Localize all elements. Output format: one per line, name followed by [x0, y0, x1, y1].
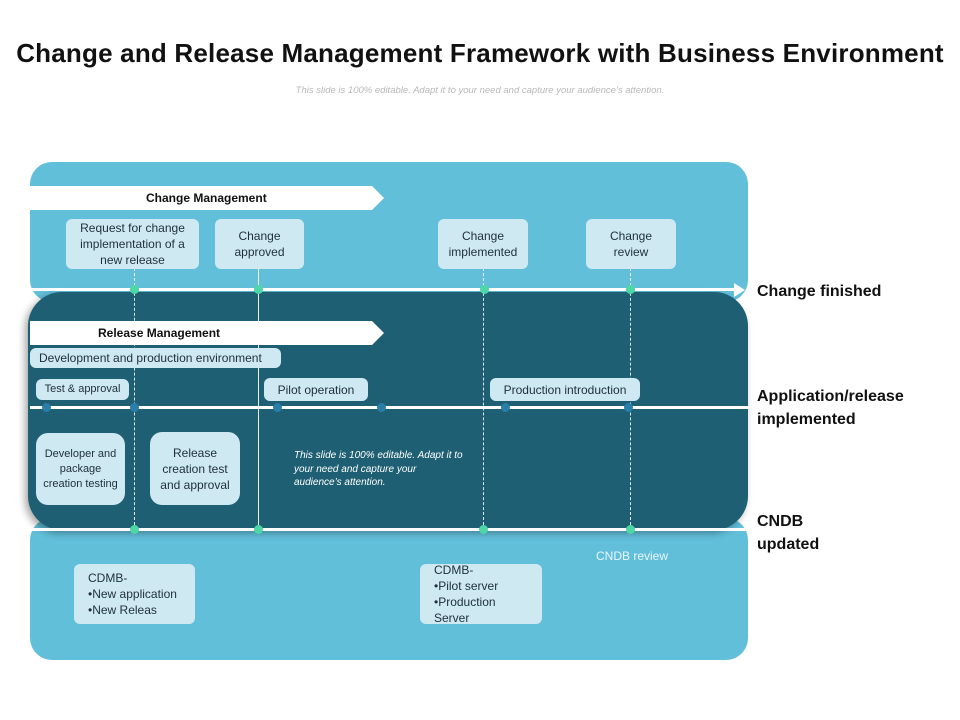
change-box-implemented: Change implemented	[438, 219, 528, 269]
cndb-dot	[253, 525, 263, 534]
stage-production-introduction: Production introduction	[490, 378, 640, 401]
side-label-cndb-updated: CNDB updated	[757, 513, 820, 553]
editable-note: This slide is 100% editable. Adapt it to…	[294, 450, 463, 488]
side-label-change-finished: Change finished	[757, 283, 882, 300]
release-box-developer-testing: Developer and package creation testing	[36, 433, 125, 505]
cndb-dot	[129, 525, 139, 534]
release-timeline-line	[30, 406, 750, 409]
release-dot	[376, 403, 386, 412]
cndb-dot	[625, 525, 635, 534]
cndb-dot	[478, 525, 488, 534]
milestone-dot	[479, 285, 489, 294]
milestone-dot	[625, 285, 635, 294]
cndb-box-new-application: CDMB- •New application •New Releas	[74, 564, 195, 624]
change-management-label: Change Management	[146, 191, 267, 205]
cndb-review-label: CNDB review	[596, 549, 669, 563]
stage-pilot-operation: Pilot operation	[264, 378, 368, 401]
change-box-approved: Change approved	[215, 219, 304, 269]
release-dot	[500, 403, 510, 412]
side-label-application-release: Application/release implemented	[757, 388, 904, 428]
release-dot	[623, 403, 633, 412]
change-timeline-arrowhead	[734, 282, 745, 297]
release-box-creation-test: Release creation test and approval	[150, 432, 240, 505]
connector-line-2	[258, 268, 259, 530]
change-management-tag: Change Management	[30, 186, 384, 210]
milestone-dot	[253, 285, 263, 294]
cndb-box-pilot-server: CDMB- •Pilot server •Production Server	[420, 563, 542, 625]
environment-label: Development and production environment	[30, 348, 281, 368]
change-timeline-line	[30, 288, 736, 291]
release-dot	[272, 403, 282, 412]
release-dot	[129, 403, 139, 412]
stage-test-approval: Test & approval	[36, 379, 129, 400]
slide-subtitle: This slide is 100% editable. Adapt it to…	[295, 85, 665, 96]
release-management-label: Release Management	[98, 326, 221, 340]
release-management-tag: Release Management	[30, 321, 384, 345]
change-box-request: Request for change implementation of a n…	[66, 219, 199, 269]
release-dot	[41, 403, 51, 412]
connector-line-3	[483, 268, 484, 530]
change-box-review: Change review	[586, 219, 676, 269]
connector-line-1	[134, 268, 135, 530]
milestone-dot	[129, 285, 139, 294]
cndb-timeline-line	[30, 528, 750, 531]
slide-title: Change and Release Management Framework …	[16, 38, 944, 68]
